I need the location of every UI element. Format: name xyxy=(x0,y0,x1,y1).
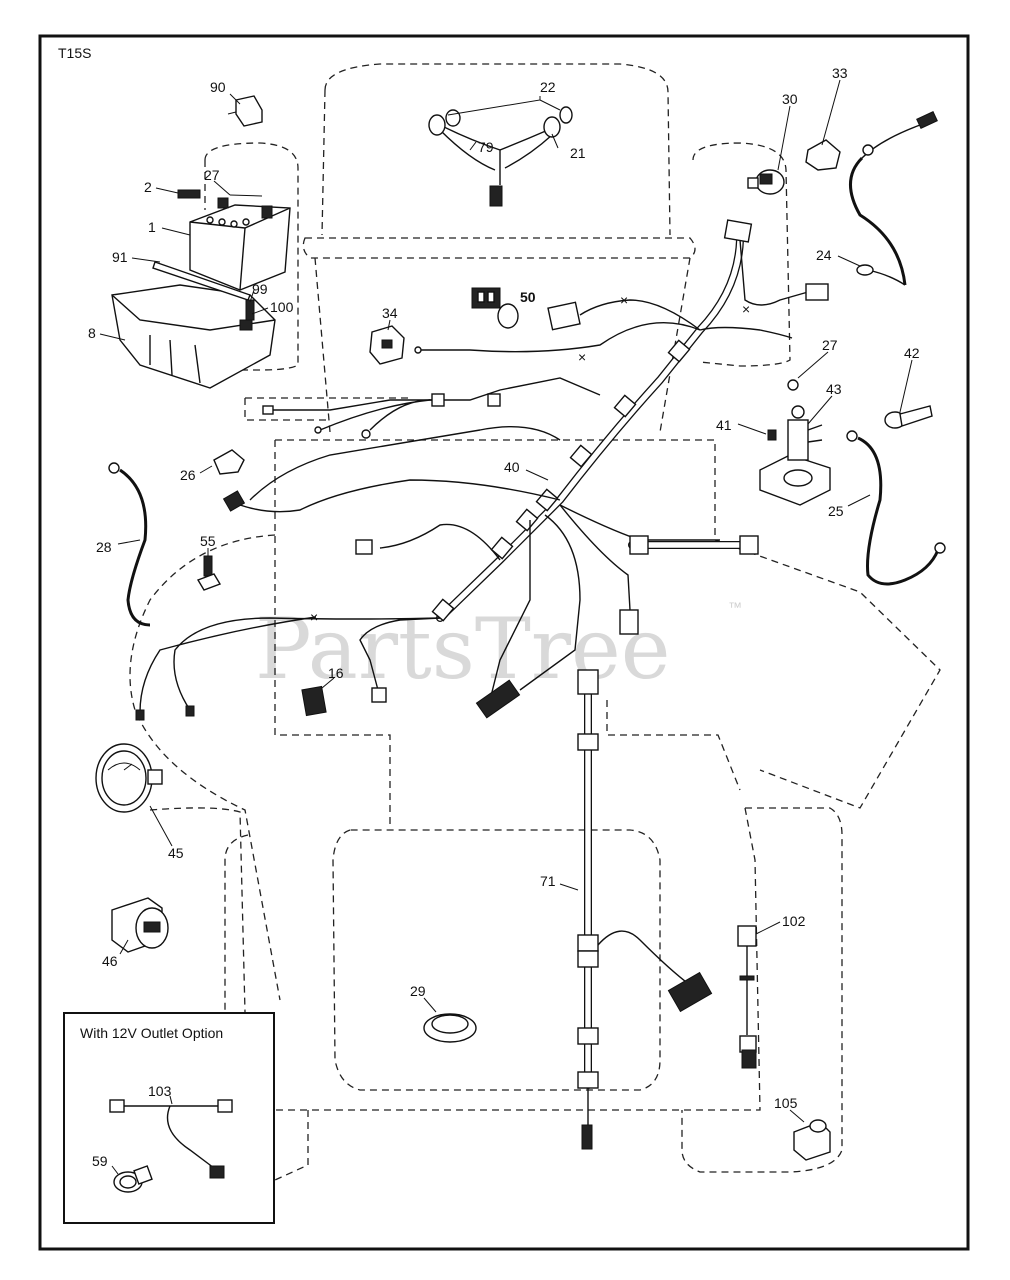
callout-40: 40 xyxy=(504,459,520,475)
part-29 xyxy=(423,1013,477,1043)
svg-text:×: × xyxy=(742,301,750,317)
watermark: PartsTree xyxy=(255,600,670,698)
part-42 xyxy=(884,405,933,429)
callout-26: 26 xyxy=(180,467,196,483)
battery-cable-24 xyxy=(849,111,938,286)
callout-8: 8 xyxy=(88,325,96,341)
callout-43: 43 xyxy=(826,381,842,397)
battery-bolts xyxy=(177,189,263,321)
fuse-holder-102 xyxy=(737,925,757,1069)
callout-79: 79 xyxy=(478,139,494,155)
switch-105 xyxy=(793,1119,831,1161)
solenoid-43 xyxy=(759,405,831,506)
ground-cable-28 xyxy=(108,462,151,627)
callout-99: 99 xyxy=(252,281,268,297)
screw-41 xyxy=(767,429,777,441)
callout-25: 25 xyxy=(828,503,844,519)
main-wiring-harness-40: × × × × xyxy=(135,219,829,721)
callout-59: 59 xyxy=(92,1153,108,1169)
part-26 xyxy=(213,449,245,475)
part-46 xyxy=(111,897,169,953)
connector-16 xyxy=(301,685,327,717)
inset-12v-outlet-option xyxy=(63,1012,275,1224)
callout-105: 105 xyxy=(774,1095,798,1111)
part-30 xyxy=(747,169,785,195)
battery-tray-8 xyxy=(111,284,276,389)
battery-cable-25 xyxy=(846,430,946,586)
callout-34: 34 xyxy=(382,305,398,321)
svg-text:×: × xyxy=(578,349,586,365)
callout-42: 42 xyxy=(904,345,920,361)
part-34 xyxy=(369,325,405,365)
callout-90: 90 xyxy=(210,79,226,95)
callout-29: 29 xyxy=(410,983,426,999)
headlight-harness-21-22-79 xyxy=(428,106,573,207)
diagram-frame xyxy=(38,34,970,1251)
callout-1: 1 xyxy=(148,219,156,235)
callout-45: 45 xyxy=(168,845,184,861)
callout-46: 46 xyxy=(102,953,118,969)
callout-103: 103 xyxy=(148,1083,172,1099)
callout-71: 71 xyxy=(540,873,556,889)
callout-labels: 1 2 27 91 8 99 100 90 22 79 21 34 50 30 … xyxy=(88,65,920,1169)
inset-title: With 12V Outlet Option xyxy=(80,1025,223,1041)
callout-28: 28 xyxy=(96,539,112,555)
callout-50: 50 xyxy=(520,289,536,305)
callout-27-solenoid: 27 xyxy=(822,337,838,353)
callout-24: 24 xyxy=(816,247,832,263)
harness-71 xyxy=(577,669,713,1150)
callout-55: 55 xyxy=(200,533,216,549)
leader-lines xyxy=(99,79,913,1175)
tractor-outline xyxy=(129,63,941,1181)
callout-100: 100 xyxy=(270,299,294,315)
callout-102: 102 xyxy=(782,913,806,929)
diagram-id: T15S xyxy=(58,45,91,61)
part-33 xyxy=(805,139,841,171)
hour-meter-45 xyxy=(95,743,163,813)
callout-2: 2 xyxy=(144,179,152,195)
callout-22: 22 xyxy=(540,79,556,95)
callout-30: 30 xyxy=(782,91,798,107)
svg-text:×: × xyxy=(310,609,318,625)
callout-33: 33 xyxy=(832,65,848,81)
callout-27-battery: 27 xyxy=(204,167,220,183)
decal xyxy=(547,301,581,331)
svg-text:×: × xyxy=(620,292,628,308)
washer-27 xyxy=(787,379,799,391)
callout-21: 21 xyxy=(570,145,586,161)
callout-91: 91 xyxy=(112,249,128,265)
bolt-55 xyxy=(196,555,222,591)
part-90 xyxy=(227,95,263,127)
callout-16: 16 xyxy=(328,665,344,681)
battery-1 xyxy=(189,197,291,291)
key-switch-50 xyxy=(471,287,519,329)
callout-41: 41 xyxy=(716,417,732,433)
watermark-trademark: ™ xyxy=(728,599,742,615)
